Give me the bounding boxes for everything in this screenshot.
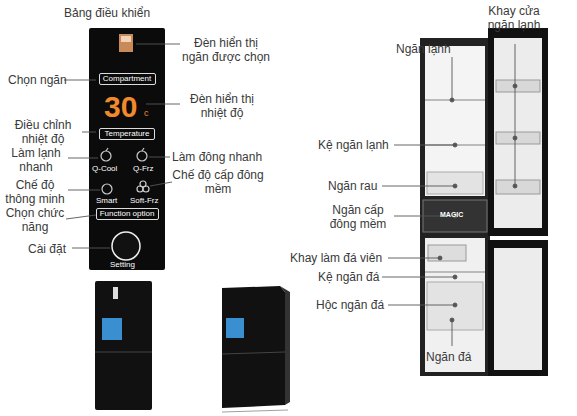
part-label: Smart — [96, 196, 117, 205]
fridge-front — [95, 281, 152, 410]
button-text: Compartment — [100, 74, 155, 84]
part-label: Đèn hiển thị nhiệt độ — [180, 92, 264, 120]
button-text: Function option — [97, 209, 158, 219]
fridge-display — [102, 318, 122, 340]
part-label: Bảng điều khiển — [64, 6, 150, 20]
part-label: Ngăn đá — [426, 350, 471, 364]
part-label: Khay làm đá viên — [290, 251, 382, 265]
freezer-door — [488, 240, 548, 376]
panel-button: Temperature — [99, 128, 155, 140]
part-label: Cài đặt — [28, 242, 66, 256]
setting-knob — [112, 232, 140, 260]
fridge-body — [420, 38, 490, 376]
indicator-light — [121, 36, 131, 42]
part-label: c — [144, 108, 149, 118]
part-label: Q-Cool — [92, 164, 117, 173]
part-label: Ngăn lạnh — [396, 42, 451, 56]
part-label: Làm lạnh nhanh — [4, 146, 68, 174]
panel-button: Compartment — [99, 73, 156, 85]
part-label: Đèn hiển thị ngăn được chọn — [180, 36, 272, 64]
fridge-door — [488, 28, 548, 236]
fridge-angled — [222, 286, 285, 408]
part-label: Làm đông nhanh — [172, 150, 262, 164]
part-label: Ngăn cấp đông mềm — [322, 203, 394, 231]
part-label: Điều chỉnh nhiệt độ — [2, 118, 84, 146]
part-label: Soft-Frz — [130, 196, 158, 205]
part-label: Chế độ thông minh — [2, 178, 68, 206]
part-label: Chọn chức năng — [4, 206, 66, 234]
part-label: Kệ ngăn lạnh — [318, 138, 389, 152]
part-label: Chế độ cấp đông mềm — [172, 168, 264, 196]
dimension-line — [222, 410, 288, 412]
part-label: MAGIC — [440, 211, 463, 219]
part-label: Khay cửa ngăn lạnh — [478, 4, 550, 32]
button-text: Temperature — [100, 129, 154, 139]
part-label: Setting — [110, 260, 135, 269]
panel-button: Function option — [96, 208, 159, 220]
part-label: Kệ ngăn đá — [318, 270, 379, 284]
indicator-light — [119, 34, 133, 52]
part-label: Chọn ngăn — [8, 73, 67, 87]
part-label: Q-Frz — [133, 164, 153, 173]
control-panel — [89, 28, 165, 270]
leader-lines — [64, 44, 517, 346]
part-label: Hộc ngăn đá — [316, 298, 384, 312]
part-label: Ngăn rau — [328, 179, 377, 193]
part-label: 30 — [104, 91, 137, 123]
